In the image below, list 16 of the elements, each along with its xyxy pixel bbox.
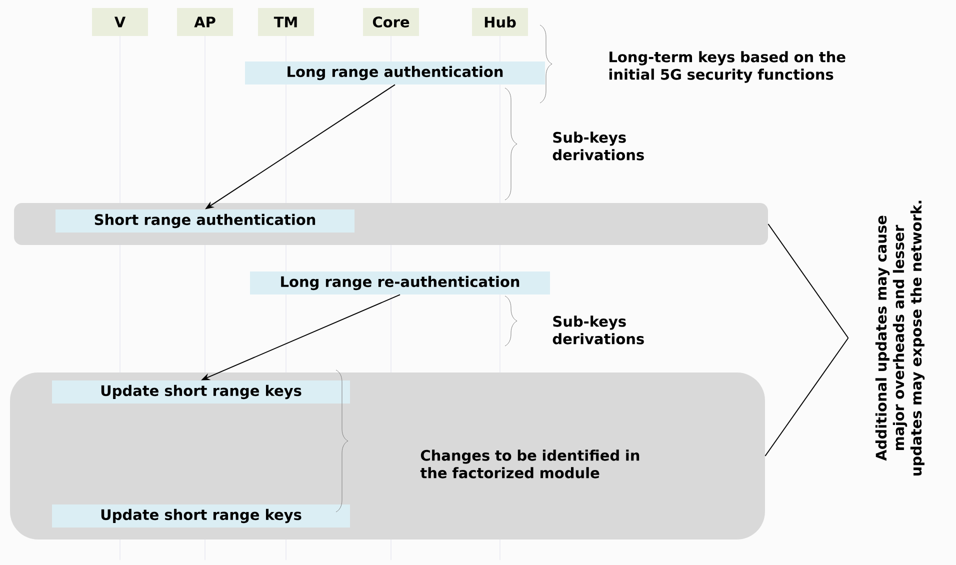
note-text: Additional updates may cause major overheads and lesser updates may expose the network. [875,200,925,476]
message-box: Short range authentication [56,210,354,232]
lane-header: AP [177,8,233,36]
annotation-text: Sub-keys derivations [552,316,644,344]
message-box: Long range authentication [245,62,545,84]
connector-line [768,224,849,338]
lane-header: Core [363,8,419,36]
lane-header: TM [258,8,314,36]
annotation-text: Sub-keys derivations [552,132,644,160]
lane-header: Hub [472,8,528,36]
connector-line [764,337,849,456]
lane-header: V [92,8,148,36]
message-box: Long range re-authentication [250,272,550,294]
annotation-text: Long-term keys based on the initial 5G security functions [609,51,846,83]
message-box: Update short range keys [52,380,350,404]
message-box: Update short range keys [52,504,350,528]
